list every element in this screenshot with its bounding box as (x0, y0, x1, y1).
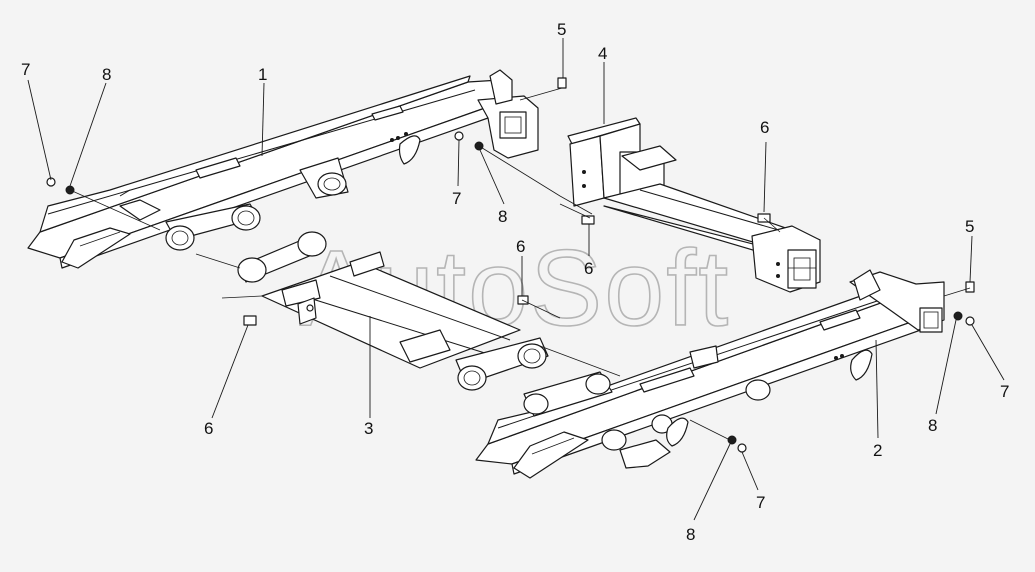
callout-labels: 7 8 1 5 4 7 8 6 6 6 5 6 3 8 7 2 7 8 (21, 20, 1009, 544)
part-2-right-beam (475, 269, 945, 479)
callout-2: 2 (873, 441, 882, 460)
assembly-guide-lines (69, 87, 971, 441)
callout-5: 5 (557, 20, 566, 39)
callout-6: 6 (760, 118, 769, 137)
callout-1: 1 (258, 65, 267, 84)
callout-6: 6 (516, 237, 525, 256)
leader-lines (27, 38, 1005, 521)
callout-8: 8 (498, 207, 507, 226)
callout-5: 5 (965, 217, 974, 236)
callout-6: 6 (584, 259, 593, 278)
callout-8: 8 (102, 65, 111, 84)
part-3-front-crossmember (237, 231, 549, 391)
callout-8: 8 (928, 416, 937, 435)
callout-7: 7 (21, 60, 30, 79)
callout-7: 7 (756, 493, 765, 512)
callout-7: 7 (452, 189, 461, 208)
part-4-rear-crossmember (567, 117, 821, 293)
callout-7: 7 (1000, 382, 1009, 401)
callout-6: 6 (204, 419, 213, 438)
callout-3: 3 (364, 419, 373, 438)
callout-8: 8 (686, 525, 695, 544)
callout-4: 4 (598, 44, 607, 63)
part-1-left-beam (27, 69, 539, 269)
